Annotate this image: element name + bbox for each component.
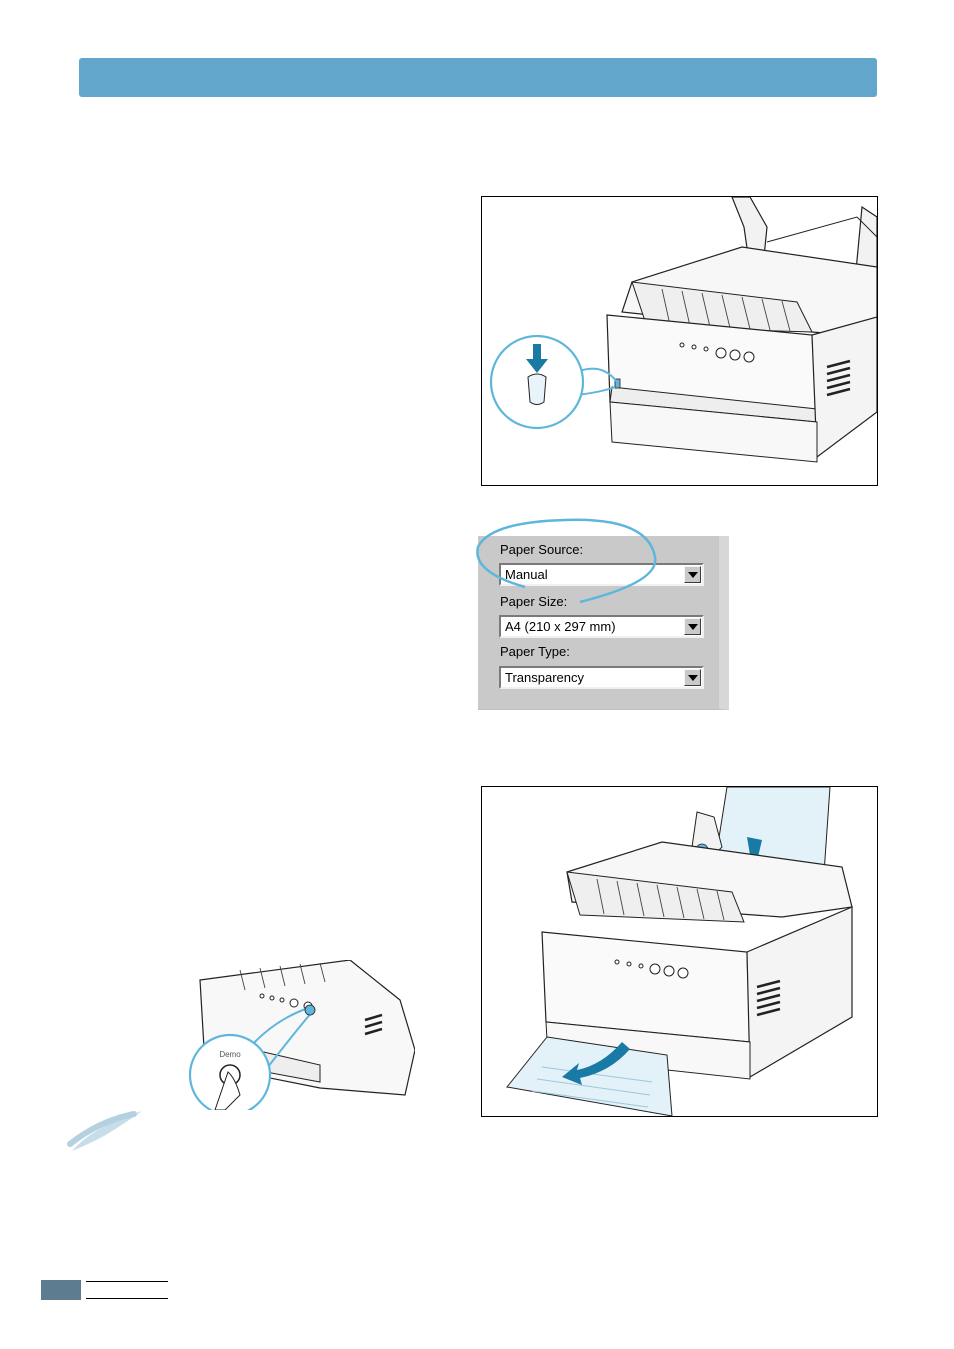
figure-manual-feed xyxy=(481,786,878,1117)
page-number-tab xyxy=(41,1280,81,1300)
down-arrow-icon xyxy=(526,344,548,373)
demo-button-illustration: Demo xyxy=(188,960,415,1110)
dropdown-arrow-icon[interactable] xyxy=(684,669,701,686)
dropdown-arrow-icon[interactable] xyxy=(684,566,701,583)
down-arrow-icon xyxy=(562,1042,630,1085)
paper-settings-panel: Paper Source: Manual Paper Size: A4 (210… xyxy=(478,536,729,710)
paper-size-value: A4 (210 x 297 mm) xyxy=(505,619,616,634)
paper-type-select[interactable]: Transparency xyxy=(499,666,704,689)
paper-type-label: Paper Type: xyxy=(500,644,570,659)
demo-label: Demo xyxy=(219,1050,241,1059)
brush-stroke-decoration xyxy=(67,1111,142,1151)
paper-source-label: Paper Source: xyxy=(500,542,584,557)
dropdown-arrow-icon[interactable] xyxy=(684,618,701,635)
paper-source-select[interactable]: Manual xyxy=(499,563,704,586)
paper-type-value: Transparency xyxy=(505,670,584,685)
section-header-bar xyxy=(79,58,877,97)
footer-rule-top xyxy=(86,1281,168,1282)
paper-size-select[interactable]: A4 (210 x 297 mm) xyxy=(499,615,704,638)
footer-rule-bottom xyxy=(86,1298,168,1299)
paper-source-value: Manual xyxy=(505,567,548,582)
figure-output-lever xyxy=(481,196,878,486)
paper-size-label: Paper Size: xyxy=(500,594,568,609)
